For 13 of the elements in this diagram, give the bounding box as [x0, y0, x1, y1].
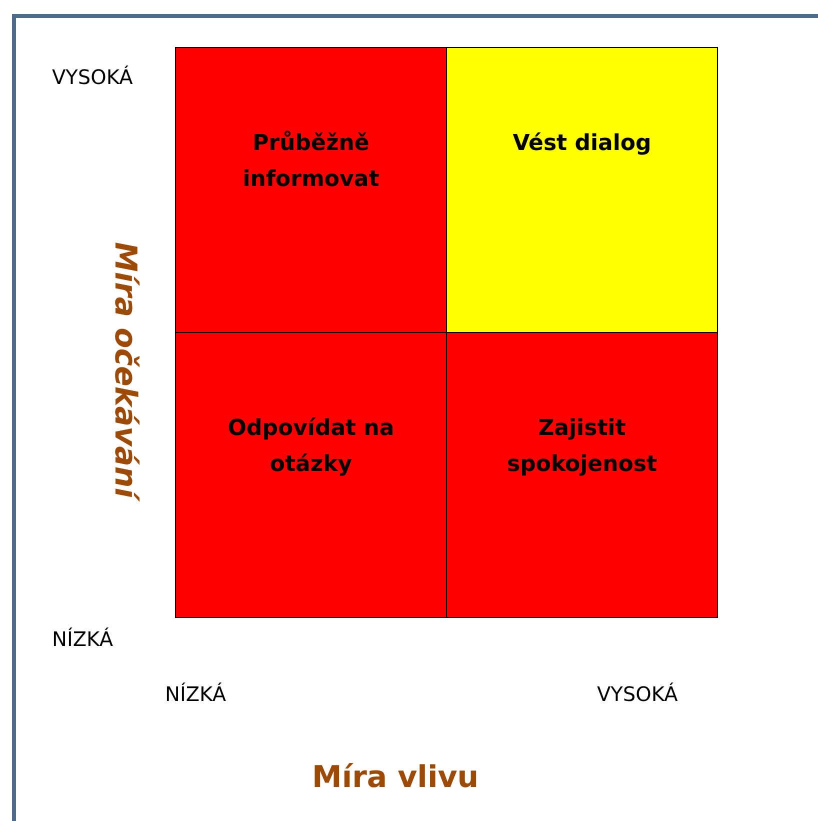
- axis-tick-label: VYSOKÁ: [52, 64, 133, 91]
- quadrant-text: Zajistit spokojenost: [506, 415, 658, 480]
- quadrant-cell: [175, 47, 447, 333]
- quadrant-text: Odpovídat na otázky: [226, 415, 396, 480]
- axis-tick-label: VYSOKÁ: [597, 681, 678, 708]
- axis-title: Míra vlivu: [312, 759, 479, 797]
- axis-tick-label: NÍZKÁ: [165, 681, 226, 708]
- quadrant-cell: [446, 332, 718, 618]
- axis-tick-label: NÍZKÁ: [52, 626, 114, 653]
- quadrant-text: Vést dialog: [512, 130, 652, 158]
- quadrant-cell: [446, 47, 718, 333]
- quadrant-cell: [175, 332, 447, 618]
- quadrant-text: Průběžně informovat: [242, 130, 380, 194]
